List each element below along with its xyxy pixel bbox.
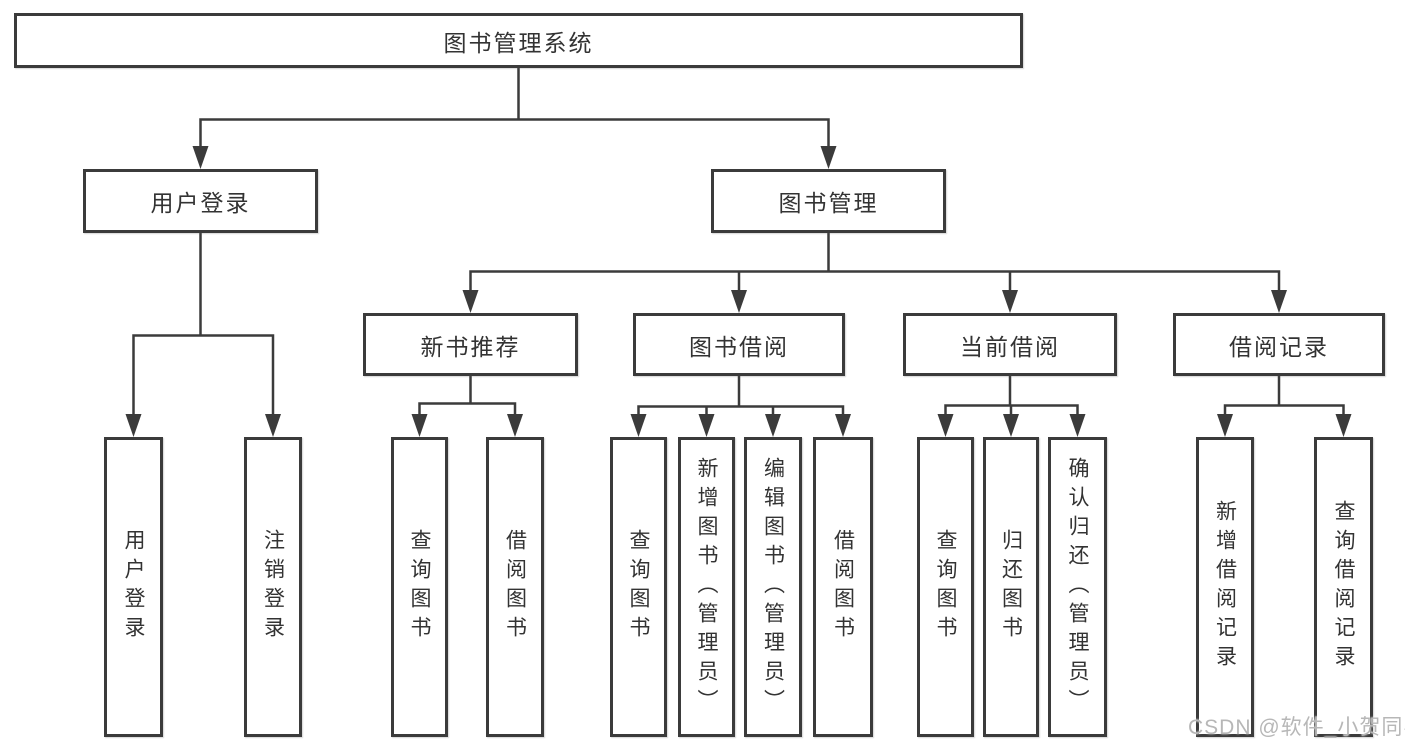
node-book-borrowing: 图书借阅 <box>633 313 845 376</box>
leaf-add-borrow-record: 新增借阅记录 <box>1196 437 1254 737</box>
leaf-user-login: 用户登录 <box>104 437 163 737</box>
node-book-management: 图书管理 <box>711 169 946 233</box>
leaf-query-borrow-record: 查询借阅记录 <box>1314 437 1373 737</box>
leaf-query-books-recommend: 查询图书 <box>391 437 448 737</box>
node-borrowing-records: 借阅记录 <box>1173 313 1385 376</box>
leaf-confirm-return-admin: 确认归还（管理员） <box>1048 437 1107 737</box>
node-new-book-recommendation: 新书推荐 <box>363 313 578 376</box>
csdn-watermark: CSDN @软件_小贺同学 <box>1188 716 1405 739</box>
leaf-edit-books-admin: 编辑图书（管理员） <box>744 437 802 737</box>
leaf-add-books-admin: 新增图书（管理员） <box>678 437 735 737</box>
leaf-borrow-books-recommend: 借阅图书 <box>486 437 544 737</box>
leaf-return-books: 归还图书 <box>983 437 1039 737</box>
leaf-borrow-books: 借阅图书 <box>813 437 873 737</box>
leaf-query-books-borrowing: 查询图书 <box>610 437 667 737</box>
node-current-borrowing: 当前借阅 <box>903 313 1117 376</box>
node-user-login: 用户登录 <box>83 169 318 233</box>
leaf-query-books-current: 查询图书 <box>917 437 974 737</box>
node-library-management-system: 图书管理系统 <box>14 13 1023 68</box>
arrowheads <box>125 146 1352 437</box>
leaf-logout: 注销登录 <box>244 437 302 737</box>
